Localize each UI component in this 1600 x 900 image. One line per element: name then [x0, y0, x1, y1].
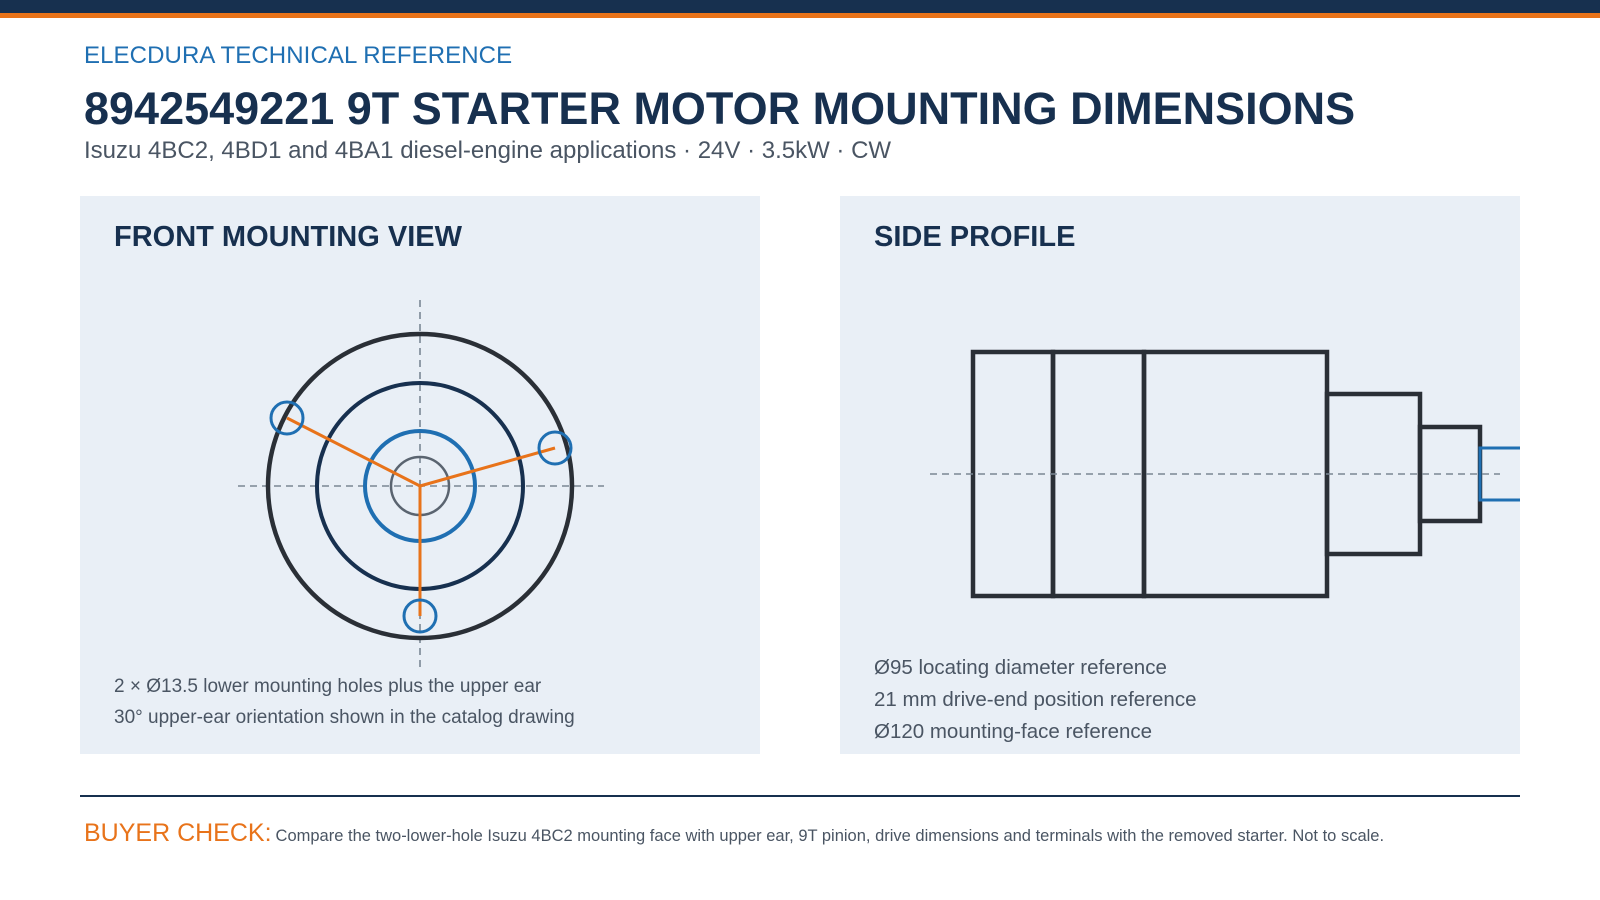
front-note-orientation: 30° upper-ear orientation shown in the c…	[114, 707, 575, 728]
buyer-check-footer: BUYER CHECK:Compare the two-lower-hole I…	[84, 818, 1384, 851]
spoke-upper-right	[419, 446, 556, 488]
side-note-drive-end: 21 mm drive-end position reference	[874, 688, 1197, 711]
top-navy-bar	[0, 0, 1600, 13]
side-profile-title: SIDE PROFILE	[874, 221, 1076, 253]
eyebrow-label: ELECDURA TECHNICAL REFERENCE	[84, 42, 513, 69]
mounting-hole-upper-right	[537, 430, 573, 466]
buyer-check-text: Compare the two-lower-hole Isuzu 4BC2 mo…	[275, 827, 1385, 845]
outer-flange-circle	[265, 331, 575, 641]
spoke-upper-left	[286, 416, 421, 488]
page-subtitle: Isuzu 4BC2, 4BD1 and 4BA1 diesel-engine …	[84, 137, 892, 164]
mounting-hole-bottom	[402, 598, 438, 634]
footer-divider	[80, 795, 1520, 797]
top-orange-bar	[0, 13, 1600, 18]
front-view-drawing	[238, 300, 604, 672]
side-profile-drawing	[930, 349, 1520, 599]
side-note-mounting-face: Ø120 mounting-face reference	[874, 720, 1153, 743]
buyer-check-label: BUYER CHECK:	[84, 819, 272, 847]
side-profile-panel: SIDE PROFILE Ø95 locating diameter refer…	[840, 196, 1520, 754]
side-note-locating-diameter: Ø95 locating diameter reference	[874, 656, 1167, 679]
page-title: 8942549221 9T STARTER MOTOR MOUNTING DIM…	[84, 83, 1356, 134]
pinion-outline	[1478, 446, 1520, 502]
mounting-hole-upper-left	[269, 400, 305, 436]
front-view-title: FRONT MOUNTING VIEW	[114, 221, 462, 253]
front-view-panel: FRONT MOUNTING VIEW 2 × Ø13.5 lower moun…	[80, 196, 760, 754]
front-note-holes: 2 × Ø13.5 lower mounting holes plus the …	[114, 676, 542, 697]
